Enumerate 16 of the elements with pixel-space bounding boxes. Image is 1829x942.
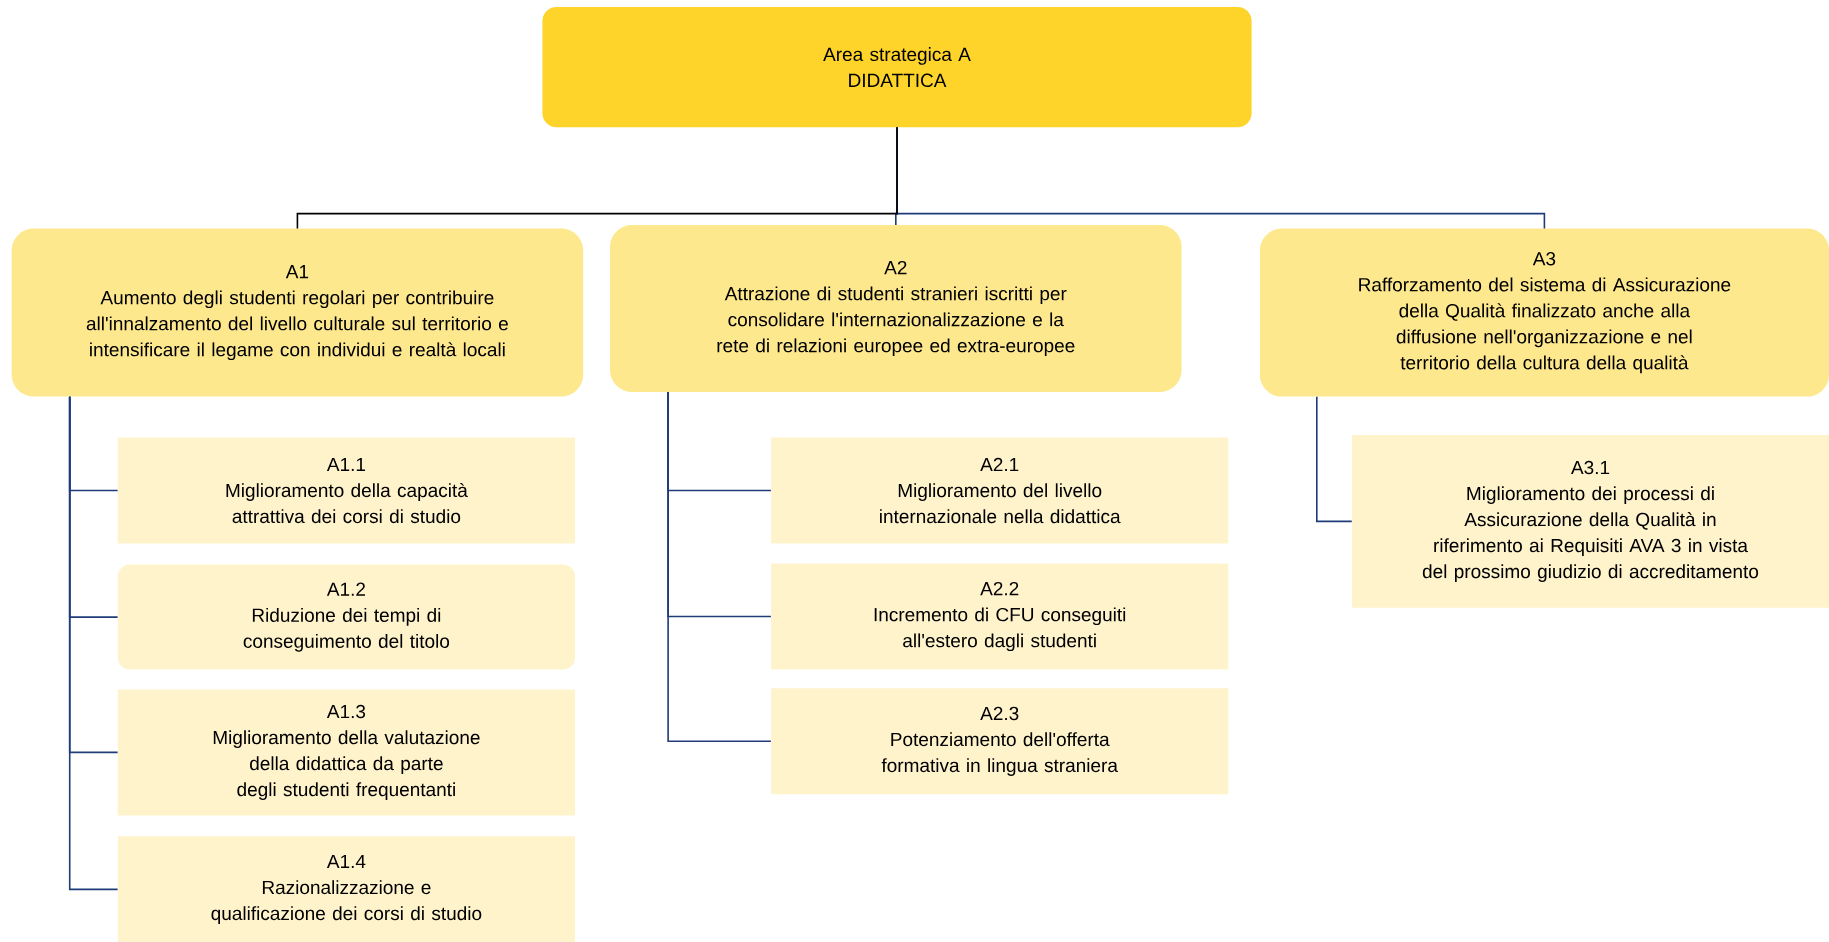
action-box: A1.2 Riduzione dei tempi di conseguimento del titolo bbox=[117, 564, 575, 670]
action-box: A2.1 Miglioramento del livello internazionale nella didattica bbox=[771, 437, 1229, 544]
connector-line bbox=[296, 126, 898, 230]
heading-box: Area strategica A DIDATTICA bbox=[542, 7, 1252, 128]
action-box: A1.1 Miglioramento della capacità attrattiva dei corsi di studio bbox=[117, 437, 575, 544]
action-box: A2.2 Incremento di CFU conseguiti all'estero dagli studenti bbox=[771, 563, 1229, 670]
action-box: A3.1 Miglioramento dei processi di Assicurazione della Qualità in riferimento ai Requisiti AVA 3 in vista del prossimo giudizio di accreditamento bbox=[1351, 435, 1829, 608]
connector-line bbox=[68, 396, 119, 492]
action-box: A1.4 Razionalizzazione e qualificazione dei corsi di studio bbox=[117, 836, 575, 942]
connector-line bbox=[1316, 396, 1353, 523]
objective-box: A2 Attrazione di studenti stranieri iscritti per consolidare l'internazionalizzazione e la rete di relazioni europee ed extra-europee bbox=[610, 225, 1182, 392]
action-box: A1.3 Miglioramento della valutazione della didattica da parte degli studenti frequentanti bbox=[117, 689, 575, 816]
objective-box: A3 Rafforzamento del sistema di Assicurazione della Qualità finalizzato anche alla diffusione nell'organizzazione e nel territorio della cultura della qualità bbox=[1259, 228, 1829, 397]
action-box: A2.3 Potenziamento dell'offerta formativa in lingua straniera bbox=[771, 688, 1229, 795]
objective-box: A1 Aumento degli studenti regolari per contribuire all'innalzamento del livello culturale sul territorio e intensificare il legame con individui e realtà locali bbox=[11, 228, 584, 397]
connector-line bbox=[667, 391, 772, 492]
